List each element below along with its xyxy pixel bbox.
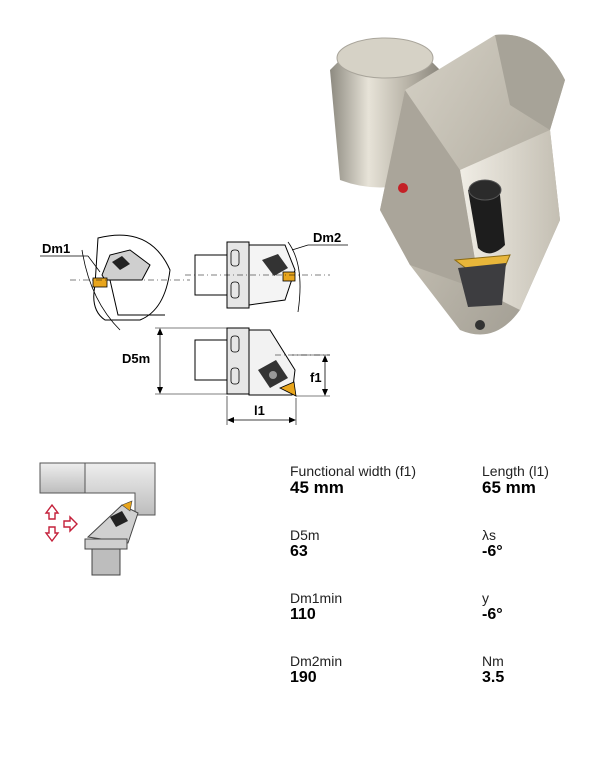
spec-dm2min: Dm2min 190: [290, 653, 342, 687]
spec-value: 45 mm: [290, 478, 344, 497]
application-schematic: [39, 462, 156, 576]
spec-label: Length (l1): [482, 463, 549, 479]
spec-label: Nm: [482, 653, 504, 669]
top-view: [155, 327, 330, 425]
dm1-view: [40, 234, 190, 331]
spec-value: -6°: [482, 606, 503, 623]
f1-label: f1: [310, 370, 322, 385]
product-render: [330, 34, 565, 335]
spec-label: D5m: [290, 527, 320, 543]
spec-value: 110: [290, 606, 316, 623]
spec-label: y: [482, 590, 489, 606]
spec-value: 65 mm: [482, 478, 536, 497]
spec-gamma: y -6°: [482, 590, 503, 624]
spec-value: 190: [290, 669, 317, 686]
spec-label: λs: [482, 527, 496, 543]
dimension-drawing: Dm1 Dm2: [40, 230, 348, 425]
spec-functional-width: Functional width (f1) 45 mm: [290, 463, 416, 497]
spec-dm1min: Dm1min 110: [290, 590, 342, 624]
spec-nm: Nm 3.5: [482, 653, 504, 687]
spec-label: Dm1min: [290, 590, 343, 606]
spec-label: Dm2min: [290, 653, 343, 669]
d5m-label: D5m: [122, 351, 150, 366]
dm2-label: Dm2: [313, 230, 341, 245]
spec-value: 63: [290, 543, 308, 560]
spec-length: Length (l1) 65 mm: [482, 463, 549, 497]
dm2-view: [185, 241, 348, 313]
feed-direction-arrows-icon: [44, 503, 78, 543]
spec-value: -6°: [482, 543, 503, 560]
dm1-label: Dm1: [42, 241, 70, 256]
spec-value: 3.5: [482, 669, 505, 686]
red-dot-icon: [398, 183, 408, 193]
spec-d5m: D5m 63: [290, 527, 320, 561]
spec-label: Functional width (f1): [290, 463, 417, 479]
l1-label: l1: [254, 403, 265, 418]
spec-lambda-s: λs -6°: [482, 527, 503, 561]
